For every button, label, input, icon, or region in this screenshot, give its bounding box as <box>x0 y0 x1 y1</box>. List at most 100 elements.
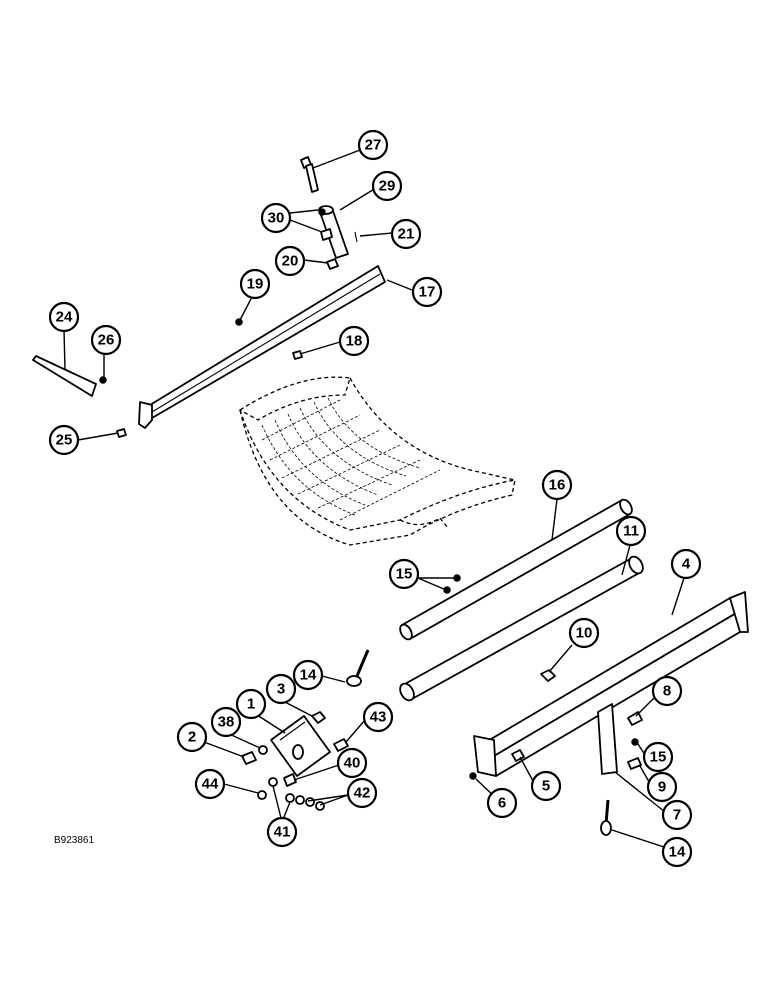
callout-27: 27 <box>357 129 389 161</box>
part-20-bolt <box>326 258 339 270</box>
part-18-bolt <box>292 350 303 360</box>
part-26-nut <box>99 376 107 384</box>
part-9-clip <box>627 757 642 770</box>
part-4-beam <box>473 591 749 777</box>
part-8-bolt <box>627 711 643 726</box>
svg-text:11: 11 <box>623 523 639 540</box>
callout-21: 21 <box>390 218 422 250</box>
svg-text:14: 14 <box>669 844 686 861</box>
part-41-washer-a <box>268 777 278 787</box>
callout-25: 25 <box>48 424 80 456</box>
part-15-nut-c <box>631 738 639 746</box>
svg-text:15: 15 <box>396 566 413 583</box>
svg-text:6: 6 <box>498 795 506 812</box>
svg-text:25: 25 <box>56 432 73 449</box>
callout-14-upper: 14 <box>292 659 324 691</box>
part-14-eyebolt-lower <box>600 799 612 836</box>
callout-2: 2 <box>176 721 208 753</box>
part-17-deflector <box>138 265 386 429</box>
svg-text:2: 2 <box>188 729 196 746</box>
callout-42: 42 <box>346 777 378 809</box>
part-21-pin <box>354 231 358 243</box>
callout-18: 18 <box>338 325 370 357</box>
drawing-reference: B923861 <box>54 835 94 846</box>
callout-8: 8 <box>651 675 683 707</box>
part-14-eyebolt-upper <box>346 649 370 687</box>
part-41-washer-b <box>285 793 295 803</box>
callout-4: 4 <box>670 548 702 580</box>
part-44-nut <box>257 790 267 800</box>
callout-15-upper: 15 <box>388 558 420 590</box>
svg-text:40: 40 <box>344 755 361 772</box>
part-2-bolt <box>241 751 257 765</box>
concave-grate <box>238 376 516 546</box>
callout-14-lower: 14 <box>661 836 693 868</box>
part-42-nut-b <box>305 797 315 807</box>
leader-lines <box>63 149 685 848</box>
part-15-nut-b <box>443 586 451 594</box>
svg-text:38: 38 <box>218 714 235 731</box>
callout-20: 20 <box>274 245 306 277</box>
part-25-bolt <box>116 428 127 438</box>
callout-40: 40 <box>336 747 368 779</box>
svg-text:26: 26 <box>98 332 115 349</box>
callout-26: 26 <box>90 324 122 356</box>
svg-text:3: 3 <box>277 681 285 698</box>
svg-text:19: 19 <box>247 276 264 293</box>
part-16-rod <box>399 498 633 641</box>
callout-15-right: 15 <box>642 741 674 773</box>
svg-text:20: 20 <box>282 253 299 270</box>
svg-text:16: 16 <box>549 477 566 494</box>
callout-7: 7 <box>661 799 693 831</box>
svg-text:21: 21 <box>398 226 415 243</box>
part-24-bracket <box>32 355 97 397</box>
svg-text:10: 10 <box>576 625 593 642</box>
svg-text:9: 9 <box>658 779 666 796</box>
svg-text:5: 5 <box>542 778 550 795</box>
callout-11: 11 <box>615 515 647 547</box>
part-30-nut-b <box>320 228 333 241</box>
svg-text:41: 41 <box>274 824 291 841</box>
part-40-bolt <box>283 773 297 787</box>
part-1-plate <box>270 715 331 777</box>
part-6-nut <box>469 772 477 780</box>
part-7-bracket <box>597 703 618 775</box>
callout-10: 10 <box>568 617 600 649</box>
part-10-nut <box>540 669 556 682</box>
svg-text:24: 24 <box>56 309 73 326</box>
part-11-rod <box>399 555 644 702</box>
callout-17: 17 <box>411 276 443 308</box>
svg-text:14: 14 <box>300 667 317 684</box>
svg-text:1: 1 <box>247 696 255 713</box>
svg-text:42: 42 <box>354 785 371 802</box>
callout-30: 30 <box>260 202 292 234</box>
callout-24: 24 <box>48 301 80 333</box>
callout-16: 16 <box>541 469 573 501</box>
svg-text:18: 18 <box>346 333 363 350</box>
callout-6: 6 <box>486 787 518 819</box>
svg-text:17: 17 <box>419 284 436 301</box>
callout-41: 41 <box>266 816 298 848</box>
part-42-nut-a <box>295 795 305 805</box>
callout-9: 9 <box>646 771 678 803</box>
callout-19: 19 <box>239 268 271 300</box>
svg-text:15: 15 <box>650 749 667 766</box>
callout-38: 38 <box>210 706 242 738</box>
svg-text:4: 4 <box>682 556 691 573</box>
svg-text:8: 8 <box>663 683 671 700</box>
part-19-nut <box>235 318 243 326</box>
svg-text:43: 43 <box>370 709 387 726</box>
svg-text:44: 44 <box>202 776 219 793</box>
part-30-nut-a <box>318 208 326 216</box>
svg-text:7: 7 <box>673 807 681 824</box>
part-38-washer <box>258 745 268 755</box>
part-29-tube <box>318 205 349 259</box>
callout-29: 29 <box>371 170 403 202</box>
part-27-pin <box>300 156 319 193</box>
callout-3: 3 <box>265 673 297 705</box>
svg-text:30: 30 <box>268 210 285 227</box>
callout-44: 44 <box>194 768 226 800</box>
svg-text:27: 27 <box>365 137 382 154</box>
callout-1: 1 <box>235 688 267 720</box>
